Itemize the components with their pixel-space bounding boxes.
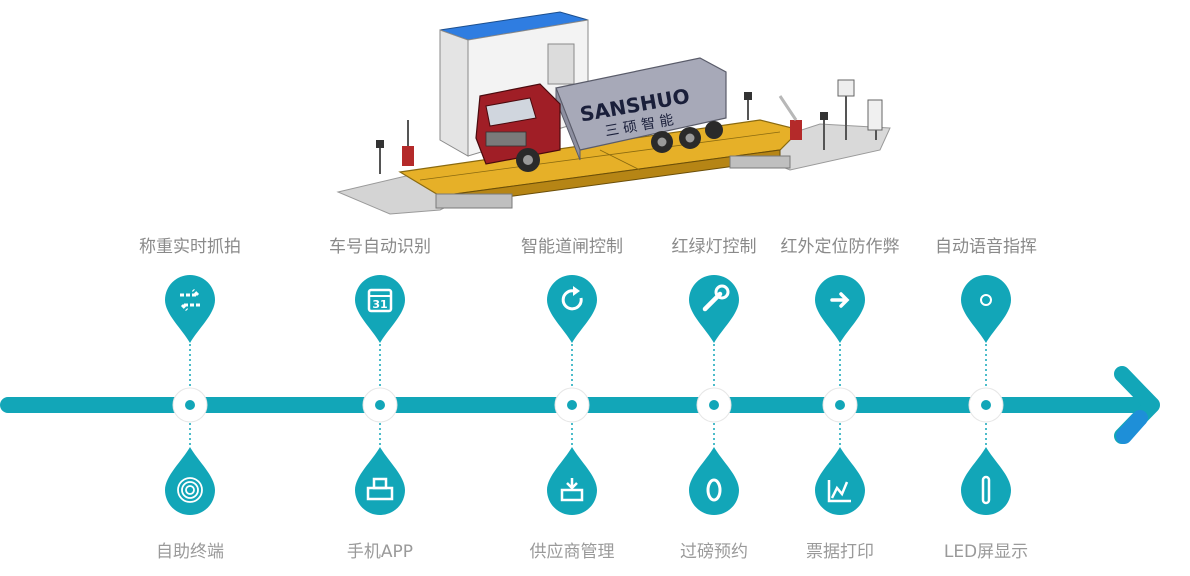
top-feature-label: 称重实时抓拍 [139,237,241,257]
bottom-feature-marker-3 [547,447,597,515]
top-feature-marker-5 [815,275,865,343]
weighbridge-illustration: SANSHUO 三 硕 智 能 [336,11,891,215]
arrow-right-icon [830,292,850,308]
refresh-icon [561,286,583,311]
feature-markers: 31 [165,274,1011,516]
bottom-feature-label: 票据打印 [806,542,874,562]
bottom-feature-label: 手机APP [346,542,414,562]
swap-arrows-icon [178,288,202,312]
printer-icon [366,477,394,501]
top-feature-label: 自动语音指挥 [935,237,1037,257]
timeline-node [696,387,732,423]
bottom-feature-label: 自助终端 [156,542,224,562]
target-rings-icon [177,477,203,503]
chart-icon [827,480,851,503]
top-feature-marker-3 [547,275,597,343]
timeline-node [822,387,858,423]
bottom-feature-marker-2 [355,447,405,516]
bar-icon [981,475,991,505]
timeline-node [554,387,590,423]
top-feature-marker-6 [961,275,1011,343]
bottom-feature-label: LED屏显示 [943,542,1029,562]
top-feature-label: 智能道闸控制 [521,237,623,257]
bottom-feature-marker-6 [961,447,1011,515]
top-feature-marker-2: 31 [355,274,405,343]
wrench-icon [702,284,730,312]
bottom-feature-label: 过磅预约 [680,542,748,562]
bottom-feature-label: 供应商管理 [529,542,615,562]
svg-text:31: 31 [372,298,387,311]
timeline-node [362,387,398,423]
circle-dot-icon [980,294,992,306]
top-feature-marker-4 [689,275,739,343]
timeline-node [172,387,208,423]
top-feature-label: 红绿灯控制 [671,237,757,257]
top-feature-label: 车号自动识别 [329,237,431,257]
bottom-feature-marker-1 [165,447,216,516]
top-feature-marker-1 [165,274,216,343]
top-feature-label: 红外定位防作弊 [780,237,900,257]
oval-icon [706,478,722,502]
bottom-feature-marker-4 [689,447,739,515]
download-tray-icon [560,478,584,502]
timeline-node [968,387,1004,423]
bottom-feature-marker-5 [815,447,865,515]
calendar-icon: 31 [367,288,393,313]
